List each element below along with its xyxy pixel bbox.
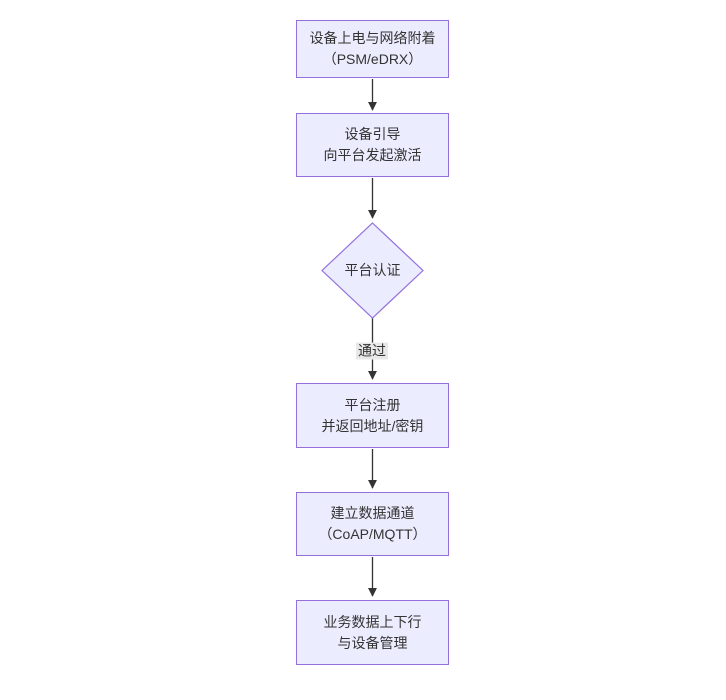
node-text-line: 业务数据上下行 [323, 613, 422, 630]
node-text-line: 平台注册 [344, 396, 401, 413]
node-text-line: 设备上电与网络附着 [309, 30, 436, 46]
edge-label-pass: 通过 [356, 342, 388, 360]
node-text-line: 建立数据通道 [330, 505, 415, 521]
node-platform-register: 平台注册 并返回地址/密钥 [296, 383, 449, 448]
node-text-line: 设备引导 [344, 126, 401, 142]
node-power-attach: 设备上电与网络附着 （PSM/eDRX） [296, 20, 449, 78]
node-text-line: 平台认证 [344, 262, 401, 278]
node-data-channel: 建立数据通道 （CoAP/MQTT） [296, 492, 449, 556]
node-text-line: （PSM/eDRX） [322, 51, 423, 67]
node-text-line: （CoAP/MQTT） [318, 526, 427, 542]
node-business-data: 业务数据上下行 与设备管理 [296, 600, 449, 665]
node-text-line: 向平台发起激活 [323, 147, 422, 163]
node-platform-auth: 平台认证 [322, 223, 423, 318]
node-bootstrap-activate: 设备引导 向平台发起激活 [296, 113, 449, 177]
node-text-line: 与设备管理 [337, 634, 408, 651]
decision-diamond-shape [321, 222, 424, 319]
node-text-line: 并返回地址/密钥 [321, 417, 424, 434]
